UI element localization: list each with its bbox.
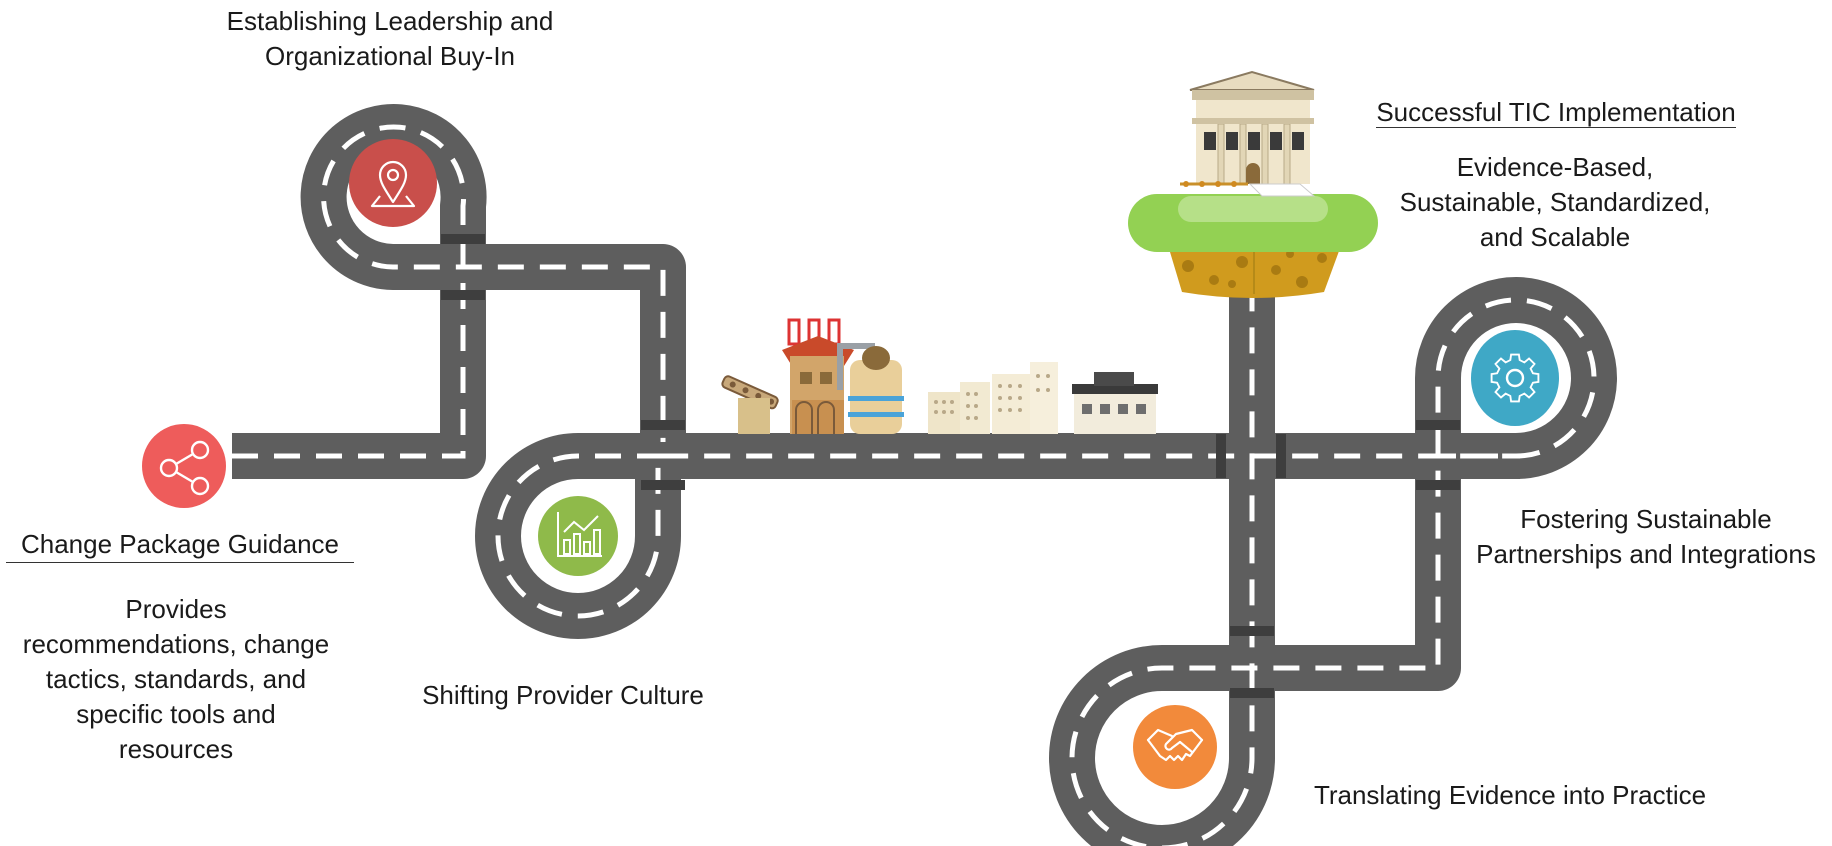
change-description-line-3: tactics, standards, and [45, 664, 307, 694]
culture-circle [538, 496, 618, 576]
road-center-dashes [232, 124, 1597, 846]
change-circle [142, 424, 226, 508]
milestone-change-package [142, 424, 226, 508]
change-description-line-4: specific tools and [76, 699, 276, 729]
goal-description-line-3: and Scalable [1479, 222, 1631, 252]
courthouse-building [1180, 70, 1316, 197]
goal-title: Successful TIC Implementation [1370, 95, 1742, 130]
leadership-circle [349, 139, 437, 227]
partnership-circle [1471, 330, 1559, 426]
handshake-icon [1146, 728, 1204, 762]
bar-chart-icon [557, 512, 602, 557]
road-intersection-marks [441, 234, 1460, 698]
milestone-evidence [1133, 705, 1217, 789]
leadership-label-line-1: Establishing Leadership and [226, 6, 554, 36]
milestone-culture [538, 496, 618, 576]
change-description-line-1: Provides [125, 594, 227, 624]
industrial-buildings-illustration [721, 318, 1158, 434]
change-description-line-5: resources [118, 734, 234, 764]
change-package-description: Provides recommendations, change tactics… [0, 592, 352, 767]
goal-title-text: Successful TIC Implementation [1376, 97, 1736, 128]
partnerships-label-line-1: Fostering Sustainable [1520, 504, 1772, 534]
culture-label: Shifting Provider Culture [422, 680, 704, 710]
leadership-label: Establishing Leadership and Organization… [190, 4, 590, 74]
evidence-label: Translating Evidence into Practice [1313, 780, 1707, 810]
partnerships-label: Fostering Sustainable Partnerships and I… [1460, 502, 1832, 572]
milestone-leadership [349, 139, 437, 227]
change-description-line-2: recommendations, change [22, 629, 330, 659]
share-icon [159, 440, 210, 496]
leadership-label-line-2: Organizational Buy-In [264, 41, 516, 71]
change-package-title: Change Package Guidance [6, 527, 354, 563]
goal-description-line-2: Sustainable, Standardized, [1399, 187, 1711, 217]
goal-description-line-1: Evidence-Based, [1456, 152, 1654, 182]
milestone-partnerships [1471, 330, 1559, 426]
goal-building-island [1128, 70, 1378, 298]
gear-icon [1490, 353, 1540, 403]
map-pin-icon [370, 160, 416, 208]
goal-description: Evidence-Based, Sustainable, Standardize… [1380, 150, 1730, 255]
partnerships-label-line-2: Partnerships and Integrations [1476, 539, 1816, 569]
